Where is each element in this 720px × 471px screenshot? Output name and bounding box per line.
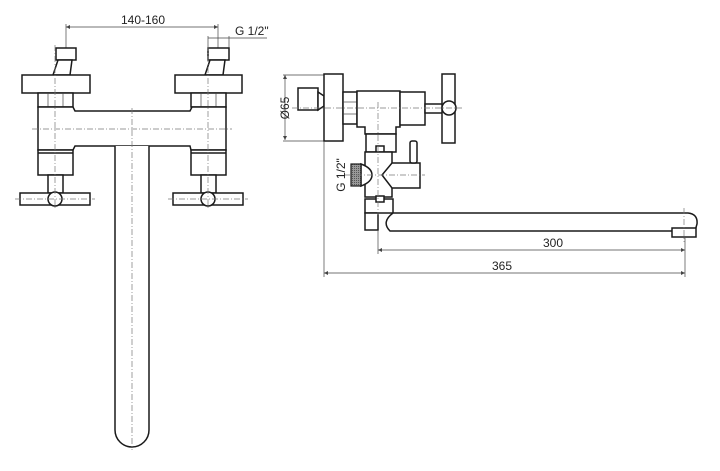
left-inlet (55, 47, 77, 61)
spacing-dimension-label: 140-160 (121, 13, 165, 27)
side-body (356, 90, 401, 135)
side-wall-plate (323, 73, 344, 142)
side-view (282, 73, 698, 277)
right-inlet (207, 47, 230, 61)
outlet-thread-label: G 1/2" (334, 158, 348, 192)
left-wall-plate (21, 74, 91, 94)
diverter-knob[interactable] (409, 140, 418, 164)
total-length-label: 365 (492, 259, 512, 273)
diameter-label: Ø65 (278, 96, 292, 119)
inlet-thread-label: G 1/2" (235, 24, 269, 38)
front-view (15, 24, 267, 450)
spout-length-label: 300 (543, 236, 563, 250)
side-inlet (297, 87, 319, 111)
side-spout (385, 212, 698, 232)
right-wall-plate (174, 74, 243, 94)
